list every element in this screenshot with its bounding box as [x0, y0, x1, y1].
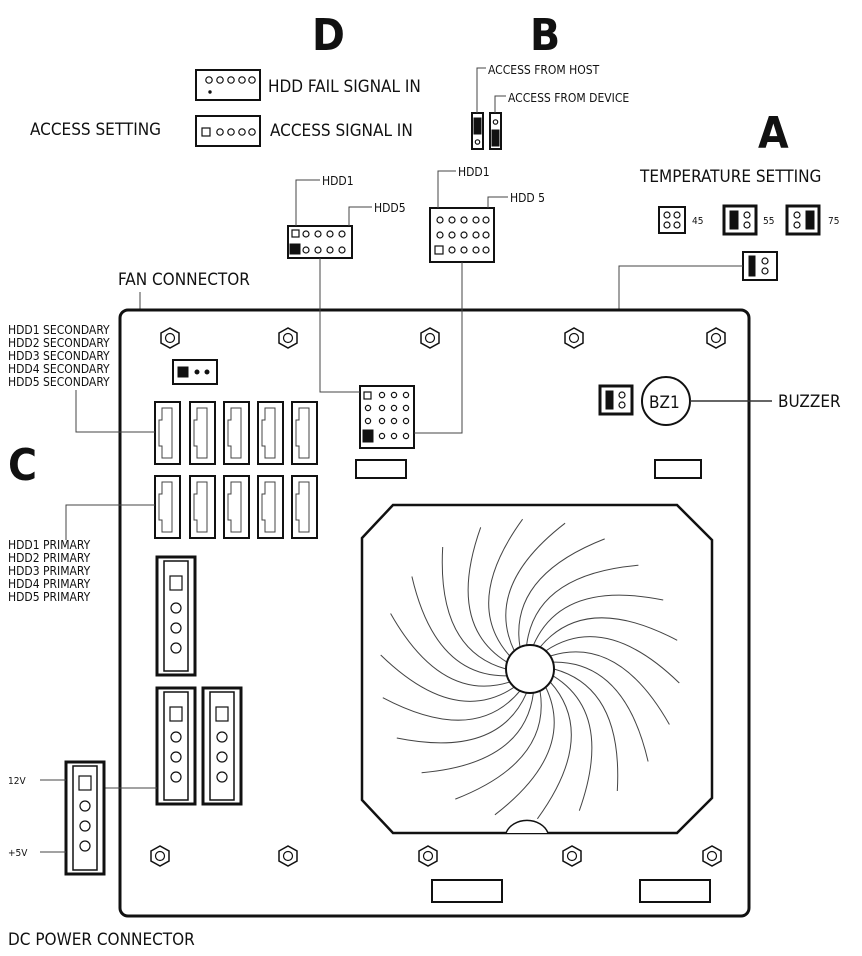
primary-label-1: HDD1 PRIMARY — [8, 538, 91, 552]
temp-45-label: 45 — [692, 216, 703, 227]
fan-blade — [536, 681, 572, 820]
section-b-letter: B — [530, 10, 560, 61]
fan-blade — [518, 538, 605, 648]
sata-secondary-ports — [154, 401, 318, 465]
access-signal-label: ACCESS SIGNAL IN — [270, 121, 413, 141]
sata-primary-ports — [154, 475, 318, 539]
molex-connector-1 — [155, 555, 197, 677]
board-cutout — [355, 459, 407, 479]
secondary-label-2: HDD2 SECONDARY — [8, 336, 110, 350]
primary-label-4: HDD4 PRIMARY — [8, 577, 91, 591]
onboard-led-header — [359, 385, 415, 449]
temperature-setting-label: TEMPERATURE SETTING — [639, 167, 821, 187]
hdd1-right-label: HDD1 — [458, 165, 490, 179]
fan-blade — [545, 636, 680, 684]
fan-blade — [441, 546, 507, 670]
primary-labels: HDD1 PRIMARY HDD2 PRIMARY HDD3 PRIMARY H… — [8, 538, 91, 604]
board-cutout — [431, 879, 503, 903]
temp-jumper-detail — [742, 251, 778, 281]
hdd-fail-signal-connector — [195, 69, 261, 101]
dc-power-connector — [64, 760, 106, 876]
fan-blade — [552, 661, 649, 762]
buzzer-label: BUZZER — [778, 392, 841, 412]
board-cutout — [654, 459, 702, 479]
fan-blades — [380, 518, 680, 820]
primary-label-3: HDD3 PRIMARY — [8, 564, 91, 578]
fan-blade — [380, 654, 515, 702]
fan-blade — [421, 692, 534, 774]
secondary-label-5: HDD5 SECONDARY — [8, 375, 110, 389]
fan-connector — [172, 359, 218, 385]
5v-label: +5V — [8, 848, 28, 859]
fan-blade — [488, 518, 524, 657]
fan-blade — [467, 527, 508, 663]
hdd1-left-label: HDD1 — [322, 174, 354, 188]
secondary-label-1: HDD1 SECONDARY — [8, 323, 110, 337]
access-from-host-label: ACCESS FROM HOST — [488, 63, 600, 77]
dc-power-connector-label: DC POWER CONNECTOR — [8, 930, 195, 950]
cooling-fan — [360, 503, 714, 835]
access-signal-connector — [195, 115, 261, 147]
fan-blade — [494, 686, 555, 816]
section-c-letter: C — [8, 440, 37, 491]
section-d-letter: D — [312, 10, 345, 61]
buzzer: BZ1 — [641, 376, 691, 426]
hdd5-left-label: HDD5 — [374, 201, 406, 215]
fan-blade — [526, 564, 639, 646]
fan-blade — [390, 613, 510, 687]
secondary-label-3: HDD3 SECONDARY — [8, 349, 110, 363]
fan-blade — [550, 651, 670, 725]
fan-blade — [411, 576, 508, 677]
molex-connector-3 — [201, 686, 243, 806]
buzzer-jumper — [598, 384, 634, 416]
secondary-labels: HDD1 SECONDARY HDD2 SECONDARY HDD3 SECON… — [8, 323, 110, 389]
primary-label-2: HDD2 PRIMARY — [8, 551, 91, 565]
fan-blade — [396, 692, 528, 744]
temp-jumper-55 — [722, 204, 758, 236]
temp-75-label: 75 — [828, 216, 839, 227]
fan-blade — [455, 690, 542, 800]
fan-blade — [553, 668, 619, 792]
molex-connector-2 — [155, 686, 197, 806]
fan-blade — [539, 617, 678, 648]
hdd-header-left — [287, 225, 353, 259]
hdd-fail-signal-pins — [205, 76, 256, 94]
section-a-letter: A — [758, 108, 789, 159]
12v-label: 12V — [8, 776, 26, 787]
fan-connector-label: FAN CONNECTOR — [118, 270, 250, 290]
hdd5-right-label: HDD 5 — [510, 191, 545, 205]
access-setting-label: ACCESS SETTING — [30, 120, 161, 140]
board-cutout — [639, 879, 711, 903]
access-jumpers — [471, 112, 502, 150]
temp-55-label: 55 — [763, 216, 774, 227]
hdd-header-right — [429, 207, 495, 263]
temp-jumper-75 — [785, 204, 821, 236]
fan-blade — [532, 594, 664, 646]
primary-label-5: HDD5 PRIMARY — [8, 590, 91, 604]
fan-blade — [505, 522, 566, 652]
fan-blade — [382, 690, 521, 721]
secondary-label-4: HDD4 SECONDARY — [8, 362, 110, 376]
bz1-label: BZ1 — [649, 393, 680, 413]
fan-blade — [552, 675, 593, 811]
access-from-device-label: ACCESS FROM DEVICE — [508, 91, 629, 105]
temp-jumper-45 — [658, 206, 686, 234]
hdd-fail-signal-label: HDD FAIL SIGNAL IN — [268, 77, 421, 97]
mounting-holes — [150, 327, 726, 867]
